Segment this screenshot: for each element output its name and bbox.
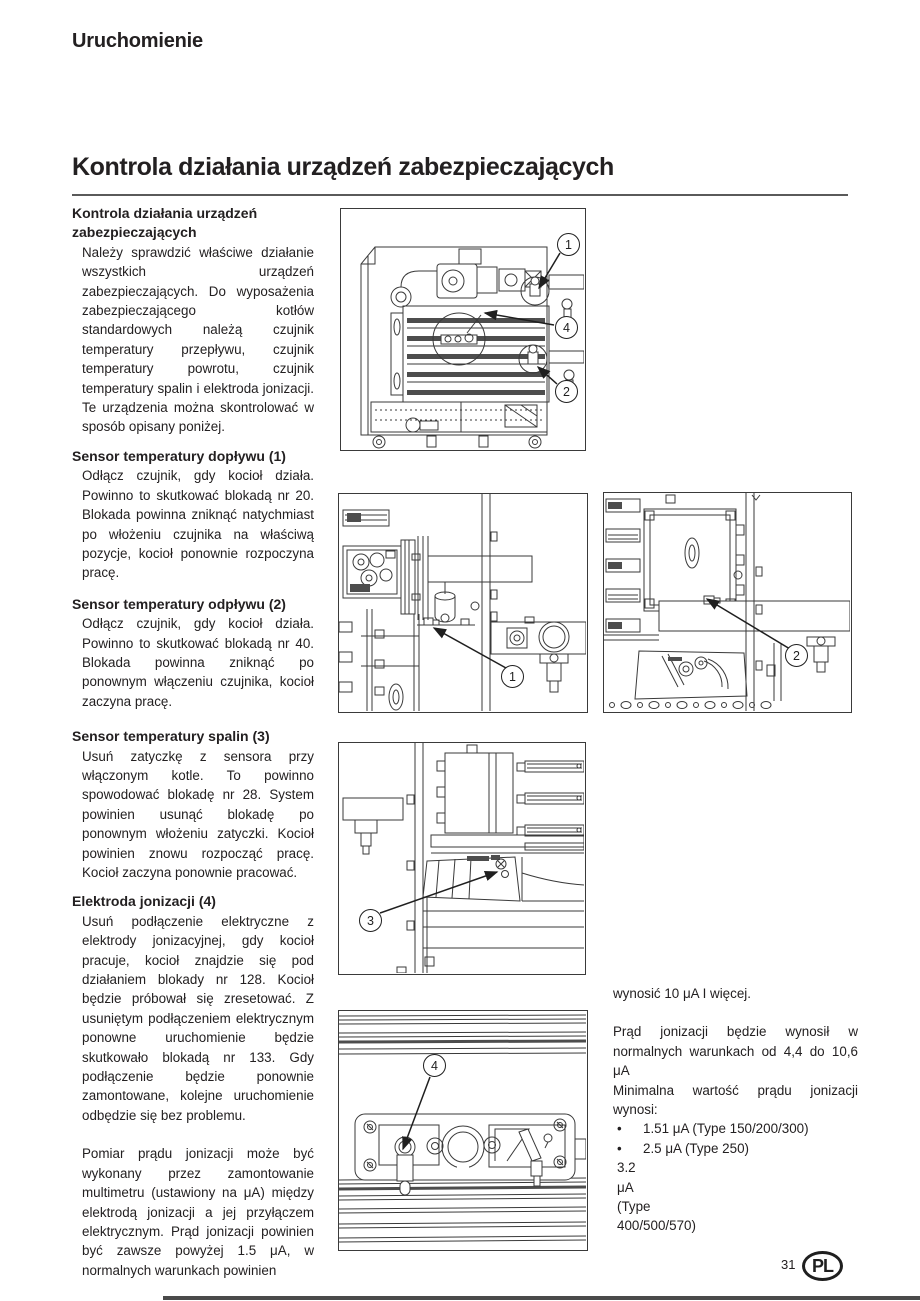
list-item: • 1.51 μA (Type 150/200/300) bbox=[613, 1119, 858, 1138]
spacer bbox=[613, 1003, 858, 1022]
callout-1: 1 bbox=[557, 233, 580, 256]
return-sensor-drawing bbox=[604, 493, 850, 711]
section-body: Odłącz czujnik, gdy kocioł działa. Powin… bbox=[82, 616, 314, 709]
title-rule bbox=[72, 194, 848, 196]
page-number: 31 bbox=[781, 1257, 796, 1272]
supply-sensor-drawing bbox=[339, 494, 586, 711]
section-flue-sensor: Sensor temperatury spalin (3) Usuń zatyc… bbox=[72, 727, 314, 882]
callout-3: 3 bbox=[359, 909, 382, 932]
section-heading: Sensor temperatury spalin (3) bbox=[72, 728, 270, 745]
callout-4: 4 bbox=[423, 1054, 446, 1077]
section-supply-sensor: Sensor temperatury dopływu (1) Odłącz cz… bbox=[72, 447, 314, 583]
figure-return-sensor: 2 bbox=[603, 492, 852, 713]
section-heading: Sensor temperatury odpływu (2) bbox=[72, 595, 286, 612]
minimum-values-list: • 1.51 μA (Type 150/200/300) • 2.5 μA (T… bbox=[613, 1119, 858, 1235]
list-item-text: 1.51 μA (Type 150/200/300) bbox=[643, 1121, 809, 1137]
callout-4: 4 bbox=[555, 316, 578, 339]
section-body: Usuń zatyczkę z sensora przy włączonym k… bbox=[82, 748, 314, 880]
ionization-range-note: Prąd jonizacji będzie wynosił w normalny… bbox=[613, 1024, 858, 1079]
figure-supply-sensor: 1 bbox=[338, 493, 588, 713]
bullet-icon: • bbox=[617, 1121, 622, 1137]
bullet-icon: • bbox=[617, 1140, 622, 1156]
callout-1: 1 bbox=[501, 665, 524, 688]
language-badge: PL bbox=[802, 1251, 843, 1281]
section-heading: Sensor temperatury dopływu (1) bbox=[72, 447, 286, 464]
list-item: • 2.5 μA (Type 250) bbox=[613, 1139, 858, 1158]
ionization-electrode-drawing bbox=[339, 1014, 586, 1243]
section-body-continued: Pomiar prądu jonizacji może być wykonany… bbox=[82, 1146, 314, 1278]
bottom-rule bbox=[163, 1296, 920, 1300]
figure-flue-sensor: 3 bbox=[338, 742, 586, 975]
section-ionization-electrode: Elektroda jonizacji (4) Usuń podłączenie… bbox=[72, 892, 314, 1280]
right-text-column: wynosić 10 μA I więcej. Prąd jonizacji b… bbox=[613, 984, 858, 1236]
callout-2: 2 bbox=[555, 380, 578, 403]
section-return-sensor: Sensor temperatury odpływu (2) Odłącz cz… bbox=[72, 595, 314, 711]
list-item-text: 2.5 μA (Type 250) bbox=[643, 1140, 749, 1156]
section-body: Usuń podłączenie elektryczne z elektrody… bbox=[82, 913, 314, 1123]
minimum-value-note: Minimalna wartość prądu jonizacji wynosi… bbox=[613, 1082, 858, 1118]
figure-boiler-overview: 1 4 2 bbox=[340, 208, 586, 451]
ionization-current-note: wynosić 10 μA I więcej. bbox=[613, 986, 751, 1001]
section-control-intro: Kontrola działania urządzeń zabezpieczaj… bbox=[72, 204, 314, 437]
list-item: 3.2 μA (Type 400/500/570) bbox=[613, 1158, 858, 1236]
section-body: Należy sprawdzić właściwe działanie wszy… bbox=[82, 244, 314, 435]
figure-ionization-electrode: 4 bbox=[338, 1010, 588, 1251]
boiler-overview-drawing bbox=[360, 246, 584, 449]
flue-sensor-drawing bbox=[342, 743, 584, 973]
bullet-icon: 3.2 μA (Type 400/500/570) bbox=[617, 1160, 696, 1234]
page-title: Kontrola działania urządzeń zabezpieczaj… bbox=[72, 153, 614, 181]
section-heading: Kontrola działania urządzeń zabezpieczaj… bbox=[72, 205, 258, 241]
document-header: Uruchomienie bbox=[72, 30, 203, 52]
section-heading: Elektroda jonizacji (4) bbox=[72, 893, 216, 910]
callout-2: 2 bbox=[785, 644, 808, 667]
left-text-column: Kontrola działania urządzeń zabezpieczaj… bbox=[72, 204, 314, 1292]
section-body: Odłącz czujnik, gdy kocioł działa. Powin… bbox=[82, 468, 314, 581]
